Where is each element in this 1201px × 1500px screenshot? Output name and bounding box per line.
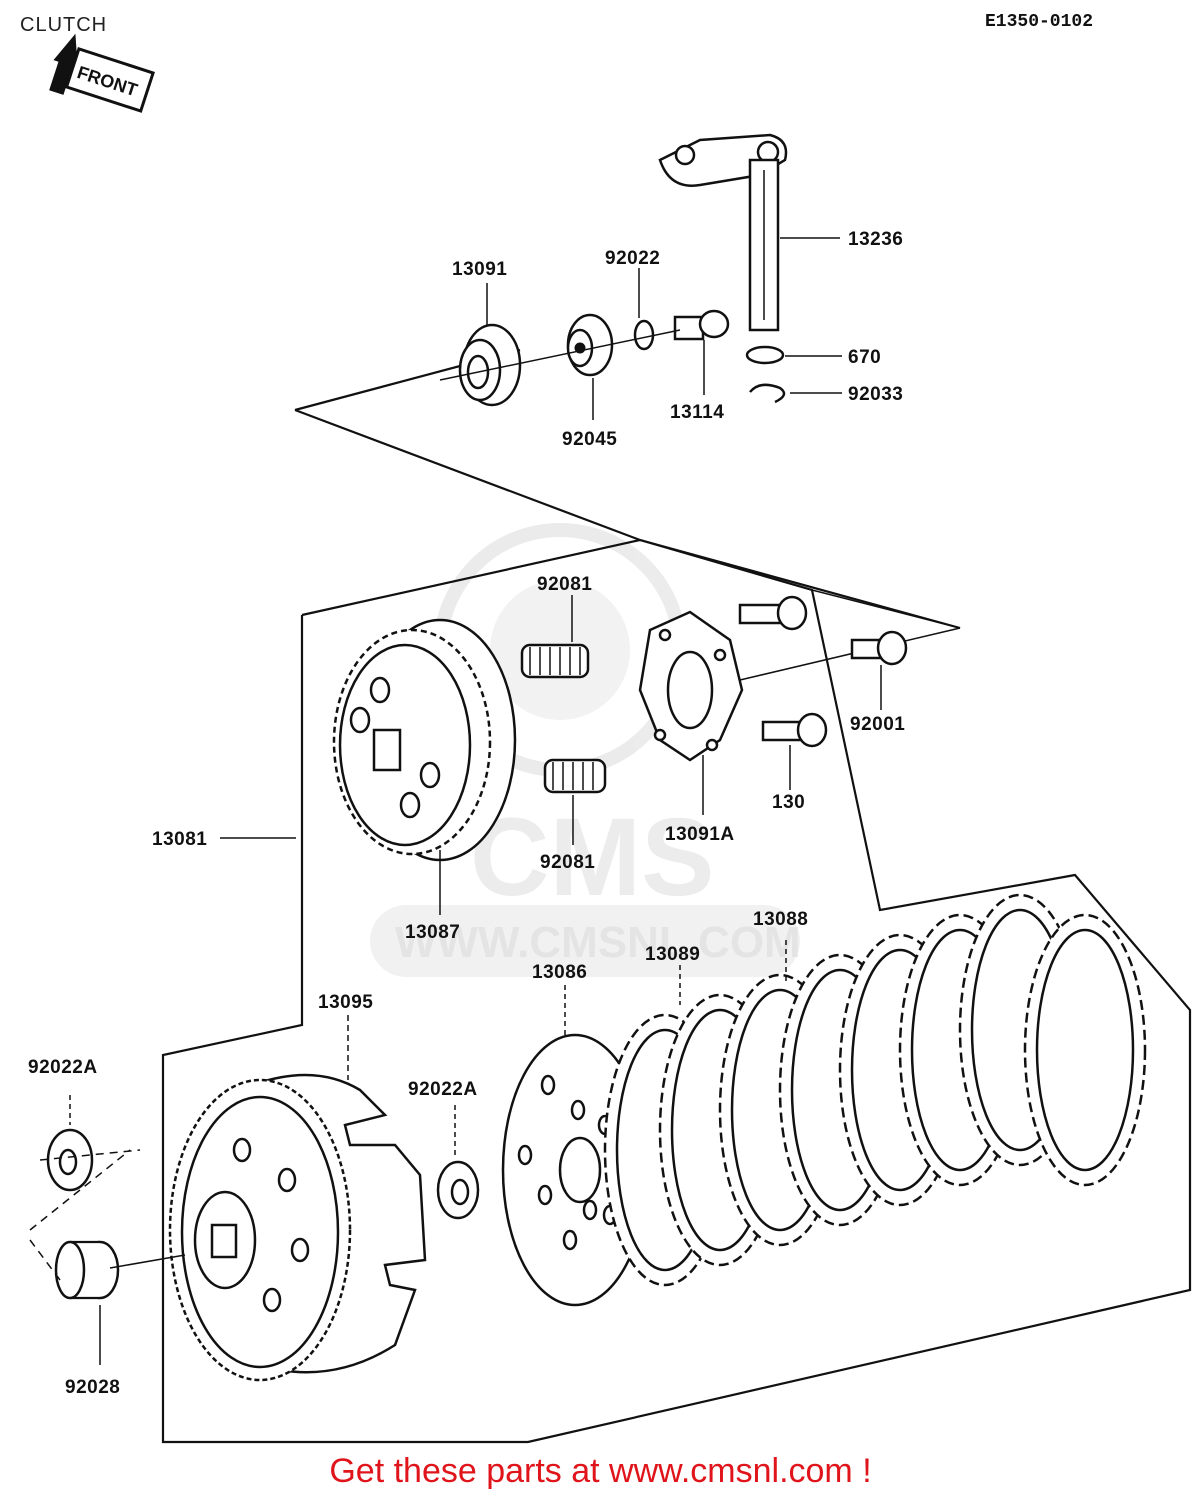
label-92081-bottom: 92081 <box>540 852 595 873</box>
label-13087: 13087 <box>405 922 460 943</box>
part-92081-spring-top[interactable] <box>520 643 590 679</box>
label-670: 670 <box>848 347 881 368</box>
label-92001: 92001 <box>850 714 905 735</box>
part-92033-circlip[interactable] <box>749 383 786 404</box>
label-13081: 13081 <box>152 829 207 850</box>
part-130-bolt[interactable] <box>761 712 828 748</box>
label-13091: 13091 <box>452 259 507 280</box>
page-title: CLUTCH <box>20 14 108 36</box>
label-92022A-mid: 92022A <box>408 1079 478 1100</box>
label-92081-top: 92081 <box>537 574 592 595</box>
label-130: 130 <box>772 792 805 813</box>
label-92045: 92045 <box>562 429 617 450</box>
part-13114-push-rod[interactable] <box>673 309 730 341</box>
part-92045-bearing[interactable] <box>566 313 614 377</box>
footer-cta-link[interactable]: Get these parts at www.cmsnl.com ! <box>329 1452 872 1490</box>
part-92028-collar[interactable] <box>54 1240 120 1300</box>
label-92022A-left: 92022A <box>28 1057 98 1078</box>
label-13236: 13236 <box>848 229 903 250</box>
watermark: CMS WWW.CMSNL.COM <box>370 523 801 977</box>
label-13095: 13095 <box>318 992 373 1013</box>
label-92022: 92022 <box>605 248 660 269</box>
label-92028: 92028 <box>65 1377 120 1398</box>
main-boundary-lines <box>161 538 1192 1444</box>
label-13088: 13088 <box>753 909 808 930</box>
label-13086: 13086 <box>532 962 587 983</box>
label-13089: 13089 <box>645 944 700 965</box>
part-13088-steel-plates[interactable] <box>778 893 1147 1227</box>
label-13114: 13114 <box>670 402 724 423</box>
label-92033: 92033 <box>848 384 903 405</box>
part-670-o-ring[interactable] <box>745 345 785 365</box>
part-bolt-upper[interactable] <box>738 595 808 631</box>
part-13087-clutch-hub[interactable] <box>332 618 517 862</box>
part-13091A-pressure-plate[interactable] <box>638 610 744 762</box>
part-13095-clutch-housing[interactable] <box>168 1073 427 1382</box>
part-92022A-washer-left[interactable] <box>46 1128 94 1192</box>
part-92022-washer[interactable] <box>633 319 655 351</box>
part-92001-bolt[interactable] <box>850 630 908 666</box>
part-92022A-washer-mid[interactable] <box>436 1160 480 1220</box>
diagram-code: E1350-0102 <box>985 12 1094 32</box>
label-13091A: 13091A <box>665 824 735 845</box>
watermark-brand: CMS <box>470 796 714 919</box>
watermark-url: WWW.CMSNL.COM <box>395 918 801 967</box>
front-arrow-icon: FRONT <box>49 33 155 113</box>
part-92081-spring-bottom[interactable] <box>543 758 607 794</box>
part-13236-clutch-release-shaft[interactable] <box>658 133 788 332</box>
